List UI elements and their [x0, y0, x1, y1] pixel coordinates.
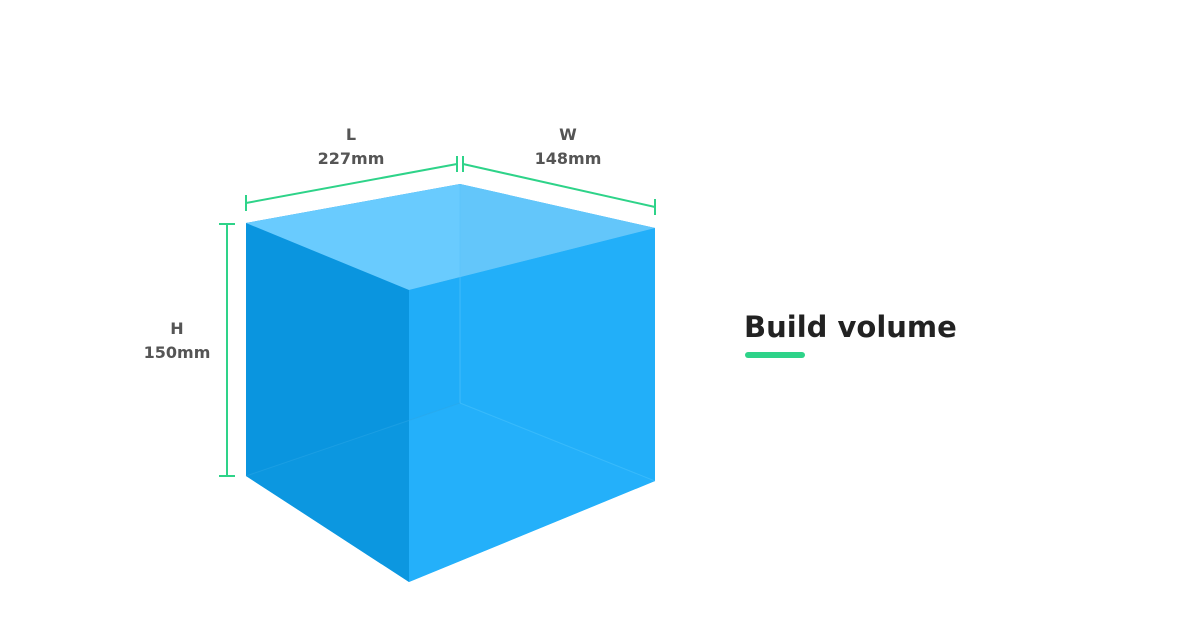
cube-inner-left-edge — [245, 402, 461, 477]
cube-front-right-face — [409, 228, 655, 582]
length-dimension: L 227mm — [245, 125, 458, 211]
width-dimension: W 148mm — [462, 125, 656, 215]
height-value: 150mm — [144, 343, 211, 362]
length-label: L — [346, 125, 356, 144]
width-label: W — [559, 125, 577, 144]
width-dimension-line — [462, 163, 656, 208]
title-underline — [745, 352, 805, 358]
cube-inner-right-edge — [459, 402, 656, 482]
page-title: Build volume — [744, 310, 957, 344]
cube-top-back-shade — [460, 184, 655, 277]
length-dimension-line — [245, 163, 458, 204]
length-value: 227mm — [318, 149, 385, 168]
height-label: H — [170, 319, 183, 338]
cube — [245, 184, 656, 582]
height-dimension: H 150mm — [144, 223, 235, 477]
width-value: 148mm — [535, 149, 602, 168]
cube-front-left-face — [246, 223, 409, 582]
title-block: Build volume — [744, 310, 957, 358]
